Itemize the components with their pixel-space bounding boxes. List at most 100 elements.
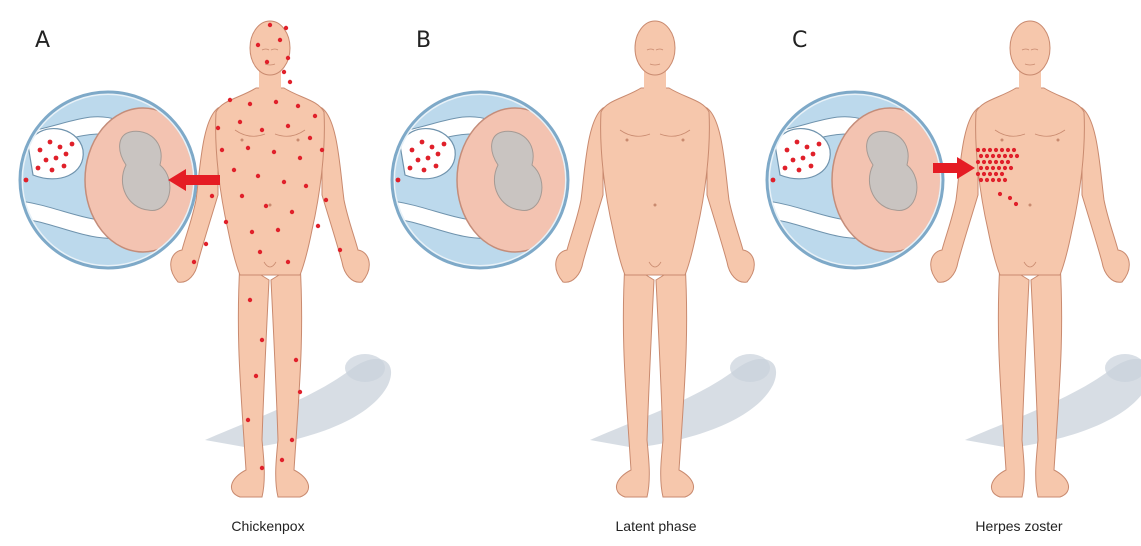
virus-particle (805, 145, 810, 150)
virus-particle (817, 142, 822, 147)
rash-lesion (246, 146, 250, 150)
virus-particle (436, 152, 441, 157)
nipple (297, 139, 300, 142)
zoster-lesion (976, 172, 980, 176)
rash-lesion (250, 230, 254, 234)
rash-lesion (284, 26, 288, 30)
virus-particle (416, 158, 421, 163)
right-leg (656, 262, 694, 497)
virus-particle (38, 148, 43, 153)
rash-lesion (288, 80, 292, 84)
rash-lesion (282, 180, 286, 184)
zoster-lesion (982, 172, 986, 176)
zoster-lesion (985, 178, 989, 182)
nipple (626, 139, 629, 142)
zoster-lesion (1009, 166, 1013, 170)
rash-lesion (248, 102, 252, 106)
rash-lesion (248, 298, 252, 302)
virus-particle (809, 164, 814, 169)
zoster-lesion (997, 154, 1001, 158)
zoster-lesion (979, 154, 983, 158)
rash-lesion (260, 466, 264, 470)
virus-particle (797, 168, 802, 173)
rash-lesion (296, 104, 300, 108)
virus-particle (48, 140, 53, 145)
rash-lesion (290, 438, 294, 442)
zoster-lesion (994, 148, 998, 152)
zoster-lesion (1000, 172, 1004, 176)
rash-lesion (260, 128, 264, 132)
spinal-cord-inset (385, 92, 573, 268)
virus-particle (54, 156, 59, 161)
rash-lesion (294, 358, 298, 362)
nipple (241, 139, 244, 142)
rash-lesion (280, 458, 284, 462)
virus-particle (62, 164, 67, 169)
rash-lesion (313, 114, 317, 118)
navel (654, 204, 657, 207)
torso (216, 88, 325, 275)
virus-particle (430, 145, 435, 150)
zoster-lesion (976, 160, 980, 164)
rash-lesion (238, 120, 242, 124)
zoster-lesion (1003, 166, 1007, 170)
nipple (1057, 139, 1060, 142)
rash-lesion (256, 174, 260, 178)
head (635, 21, 675, 75)
zoster-lesion (976, 148, 980, 152)
rash-lesion (274, 100, 278, 104)
zoster-lesion (988, 160, 992, 164)
zoster-lesion (1000, 160, 1004, 164)
virus-particle (426, 156, 431, 161)
panel-caption: Chickenpox (231, 518, 304, 534)
zoster-lesion (985, 154, 989, 158)
rash-lesion (316, 224, 320, 228)
virus-particle (422, 168, 427, 173)
dorsal-root-ganglion (28, 129, 83, 179)
rash-lesion (286, 124, 290, 128)
head-shadow (730, 354, 770, 382)
zoster-lesion (985, 166, 989, 170)
virus-particle (70, 142, 75, 147)
rash-lesion (272, 150, 276, 154)
rash-lesion (308, 136, 312, 140)
zoster-lesion (988, 148, 992, 152)
rash-lesion (246, 418, 250, 422)
virus-particle (58, 145, 63, 150)
head (250, 21, 290, 75)
virus-particle (442, 142, 447, 147)
dorsal-root-ganglion (775, 129, 830, 179)
virus-particle (434, 164, 439, 169)
virus-particle (811, 152, 816, 157)
rash-lesion (286, 260, 290, 264)
rash-lesion (264, 204, 268, 208)
rash-lesion (324, 198, 328, 202)
rash-lesion (320, 148, 324, 152)
rash-lesion (338, 248, 342, 252)
zoster-lesion (979, 178, 983, 182)
zoster-lesion (1012, 148, 1016, 152)
virus-particle (44, 158, 49, 163)
rash-lesion (268, 23, 272, 27)
right-leg (271, 262, 309, 497)
navel (1029, 204, 1032, 207)
rash-lesion (304, 184, 308, 188)
virus-particle (771, 178, 776, 183)
spinal-cord-inset (760, 92, 948, 268)
rash-lesion (258, 250, 262, 254)
left-leg (616, 262, 654, 497)
dorsal-root-ganglion (400, 129, 455, 179)
rash-lesion (298, 156, 302, 160)
zoster-lesion (1000, 148, 1004, 152)
panel-caption: Latent phase (616, 518, 697, 534)
rash-lesion (228, 98, 232, 102)
zoster-lesion (979, 166, 983, 170)
rash-lesion (282, 70, 286, 74)
left-leg (231, 262, 269, 497)
varicella-zoster-illustration (0, 0, 1141, 510)
zoster-lesion (1015, 154, 1019, 158)
virus-particle (24, 178, 29, 183)
torso (601, 88, 710, 275)
right-arm (1082, 108, 1129, 282)
rash-lesion (220, 148, 224, 152)
